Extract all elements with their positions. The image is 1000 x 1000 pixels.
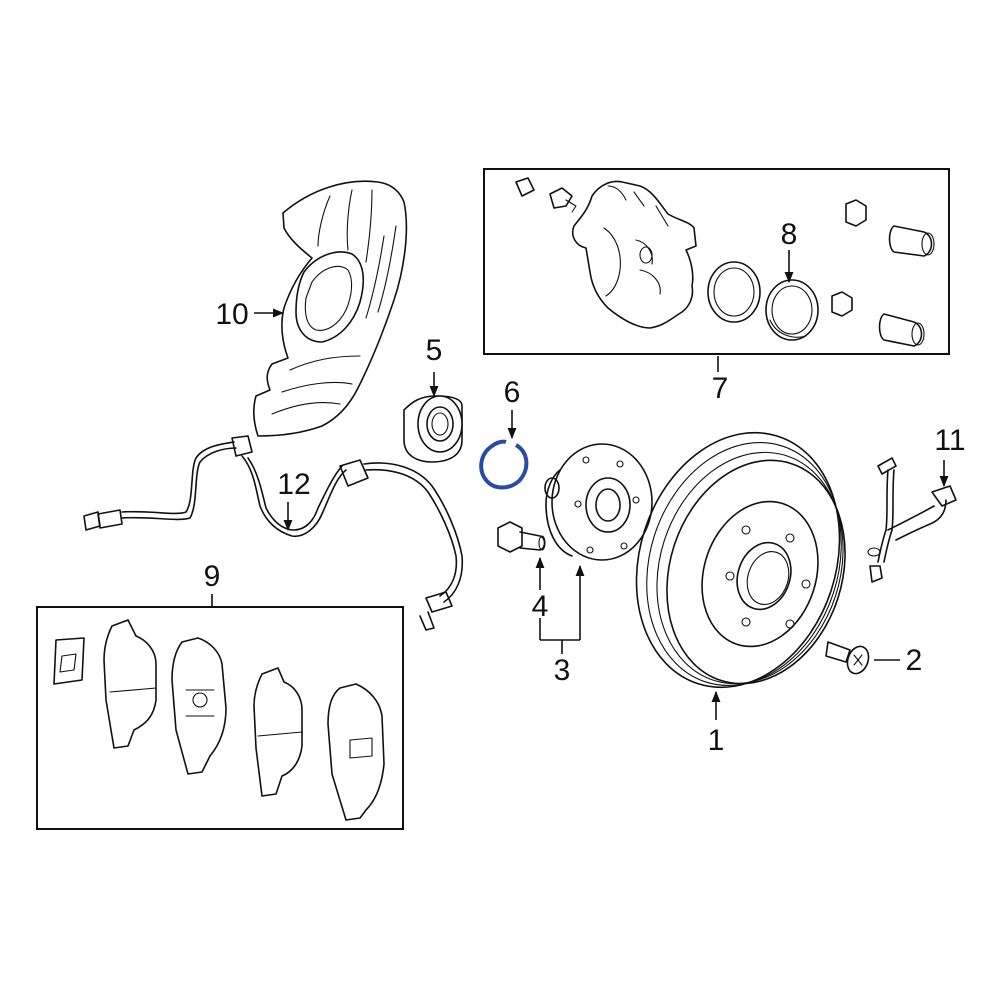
hub-bolt[interactable] — [497, 521, 546, 553]
callout-2: 2 — [906, 644, 923, 677]
snap-ring[interactable] — [479, 439, 529, 490]
pad-kit-box — [36, 606, 404, 830]
callout-5: 5 — [426, 334, 443, 367]
callout-6: 6 — [504, 376, 521, 409]
abs-sensor-wire-left[interactable] — [83, 435, 464, 631]
caliper-bleeder-cap[interactable] — [515, 177, 535, 197]
brake-caliper[interactable] — [571, 180, 697, 329]
caliper-kit-box — [483, 168, 950, 355]
guide-boot-lower[interactable] — [831, 291, 853, 317]
callout-10: 10 — [215, 298, 248, 331]
abs-sensor-wire-right[interactable] — [867, 457, 957, 583]
callout-8: 8 — [781, 218, 798, 251]
brake-rotor[interactable] — [605, 406, 873, 714]
callout-4: 4 — [532, 590, 549, 623]
guide-pin-lower[interactable] — [878, 313, 925, 347]
brake-pad-inner-2[interactable] — [327, 683, 385, 821]
callout-1: 1 — [708, 724, 725, 757]
brake-pad-inner-1[interactable] — [171, 637, 227, 775]
leader-lines — [211, 250, 949, 720]
piston-seal[interactable] — [707, 261, 761, 323]
callout-9: 9 — [204, 560, 221, 593]
dust-shield[interactable] — [253, 180, 408, 437]
callout-3: 3 — [554, 654, 571, 687]
callout-7: 7 — [712, 372, 729, 405]
wheel-bearing[interactable] — [403, 395, 463, 463]
rotor-screw[interactable] — [825, 641, 872, 677]
brake-pad-outer-1[interactable] — [103, 619, 157, 749]
pad-clip[interactable] — [53, 637, 85, 685]
caliper-bleeder-screw[interactable] — [549, 187, 577, 213]
wheel-hub[interactable] — [544, 443, 653, 561]
guide-boot-upper[interactable] — [845, 199, 867, 227]
brake-pad-outer-2[interactable] — [253, 667, 303, 797]
caliper-piston[interactable] — [765, 279, 819, 341]
callout-12: 12 — [277, 468, 310, 501]
callout-11: 11 — [934, 424, 965, 457]
guide-pin-upper[interactable] — [888, 225, 935, 257]
